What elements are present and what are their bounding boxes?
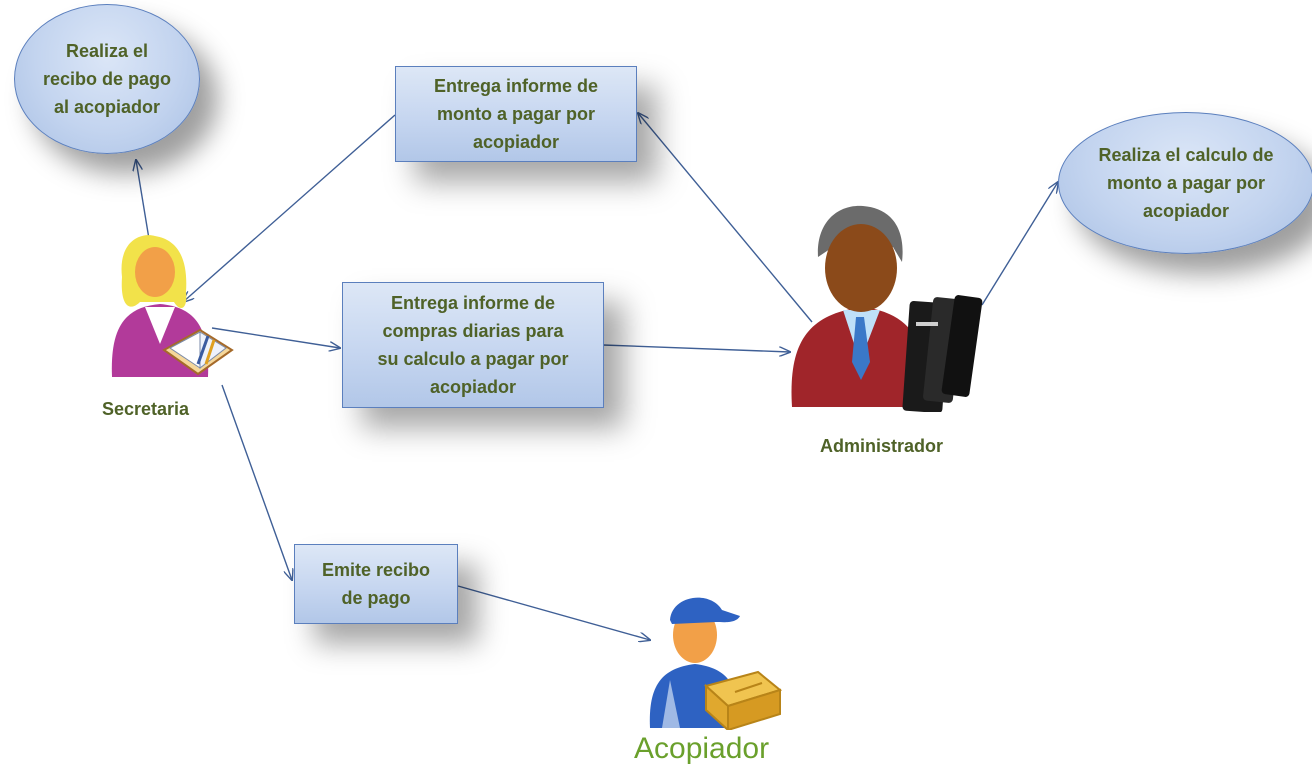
arrow-administrador-to-informe-monto (638, 113, 813, 323)
arrow-emite-recibo-to-acopiador (457, 585, 650, 640)
acopiador-label: Acopiador (634, 732, 770, 765)
node-emite-recibo: Emite recibo de pago (294, 544, 458, 624)
administrador-label: Administrador (820, 436, 944, 456)
arrow-administrador-to-calculo (981, 182, 1058, 306)
secretaria-label: Secretaria (102, 399, 190, 419)
arrow-secretaria-to-emite-recibo (221, 384, 292, 580)
node-entrega-informe-compras-label: Entrega informe de compras diarias para … (377, 293, 569, 397)
arrow-secretaria-to-informe-compras (211, 327, 340, 348)
administrador-icon (791, 205, 983, 412)
node-calculo-monto-label: Realiza el calculo de monto a pagar por … (1098, 145, 1274, 221)
arrow-informe-monto-to-secretaria (183, 114, 396, 302)
acopiador-icon (649, 597, 783, 730)
node-recibo-pago-acopiador: Realiza el recibo de pago al acopiador (14, 4, 200, 154)
node-emite-recibo-label: Emite recibo de pago (321, 560, 431, 608)
node-calculo-monto: Realiza el calculo de monto a pagar por … (1058, 112, 1312, 254)
arrow-secretaria-to-recibo (136, 160, 151, 246)
node-entrega-informe-compras: Entrega informe de compras diarias para … (342, 282, 604, 408)
node-recibo-pago-acopiador-label: Realiza el recibo de pago al acopiador (42, 41, 172, 117)
node-entrega-informe-monto-label: Entrega informe de monto a pagar por aco… (433, 76, 599, 152)
arrow-informe-compras-to-administrador (602, 344, 790, 352)
node-entrega-informe-monto: Entrega informe de monto a pagar por aco… (395, 66, 637, 162)
secretaria-icon (111, 235, 234, 377)
